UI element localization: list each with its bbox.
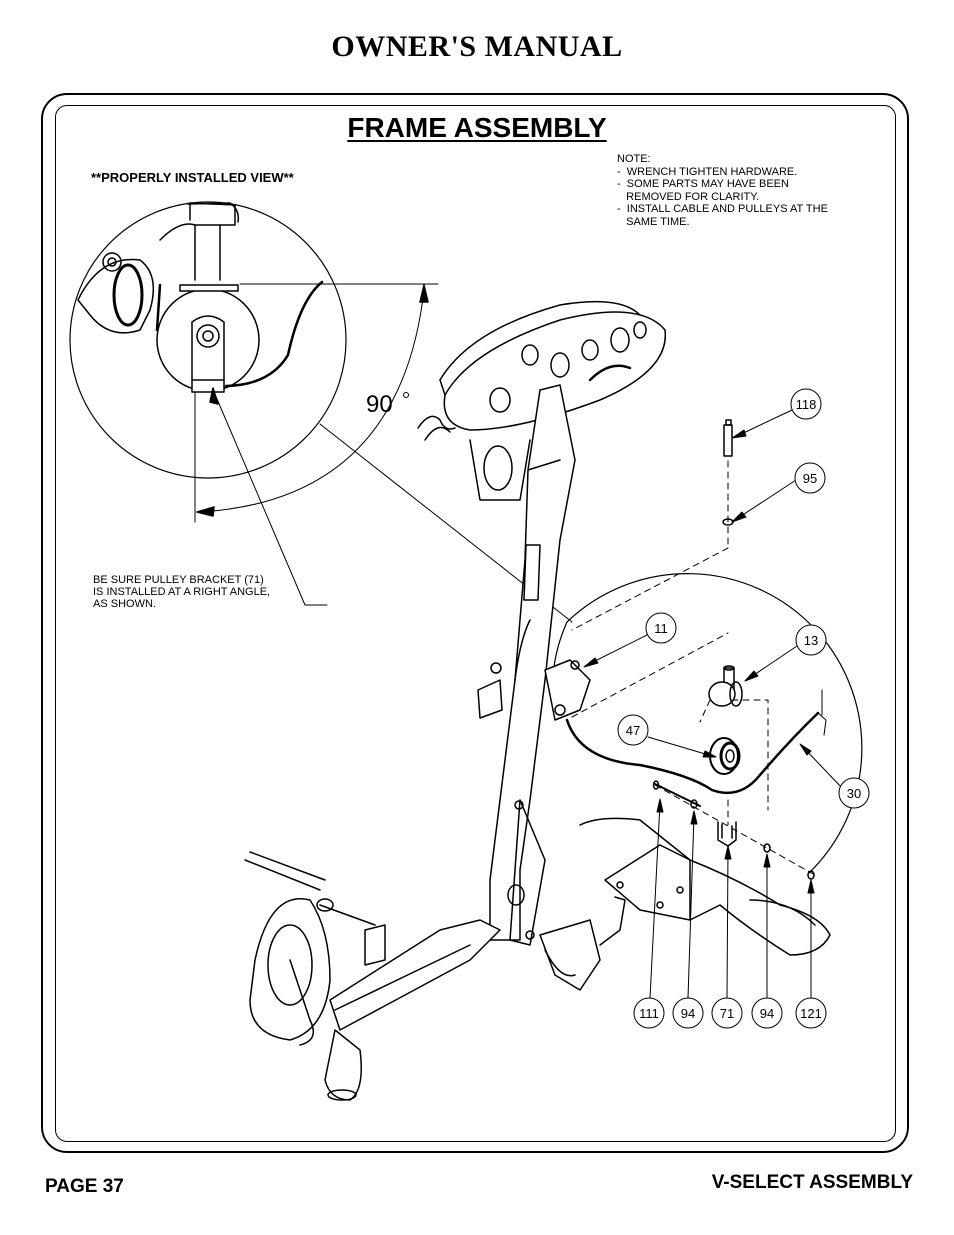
- footer-section-title: V-SELECT ASSEMBLY: [711, 1172, 913, 1193]
- note-line: - INSTALL CABLE AND PULLEYS AT THE: [617, 203, 828, 215]
- manual-title: OWNER'S MANUAL: [331, 30, 623, 63]
- page-number: PAGE 37: [45, 1176, 124, 1197]
- callout-95: 95: [794, 462, 826, 494]
- callout-47-label: 47: [626, 723, 640, 738]
- assembly-note: NOTE: - WRENCH TIGHTEN HARDWARE. - SOME …: [617, 153, 828, 228]
- callout-111-label: 111: [639, 1006, 659, 1021]
- callout-71-label: 71: [720, 1006, 734, 1021]
- callout-11-label: 11: [654, 621, 668, 636]
- callout-13-label: 13: [804, 633, 818, 648]
- callout-95-label: 95: [803, 471, 817, 486]
- page-frame-outer: [41, 93, 909, 1153]
- callout-111: 111: [633, 997, 665, 1029]
- callout-47: 47: [617, 714, 649, 746]
- callout-71: 71: [711, 997, 743, 1029]
- callout-11: 11: [645, 612, 677, 644]
- bracket-note-line: AS SHOWN.: [93, 598, 156, 610]
- callout-13: 13: [795, 624, 827, 656]
- callout-118-label: 118: [796, 397, 817, 412]
- page-frame-inner: [55, 105, 896, 1142]
- angle-label: 90: [366, 391, 393, 418]
- callout-94-left-label: 94: [681, 1006, 695, 1021]
- note-line: REMOVED FOR CLARITY.: [617, 190, 760, 203]
- callout-118: 118: [790, 388, 822, 420]
- note-line: NOTE:: [617, 153, 651, 165]
- callout-leaders: [583, 409, 843, 999]
- callout-121-label: 121: [800, 1006, 822, 1021]
- v-select-frame: [244, 300, 831, 1101]
- section-title: FRAME ASSEMBLY: [347, 112, 607, 143]
- callout-balloons: 118 95 11 13 47 30 111 94: [617, 388, 870, 1029]
- section-title-wrap: FRAME ASSEMBLY: [0, 112, 954, 144]
- note-line: SAME TIME.: [617, 215, 690, 228]
- callout-94-right-label: 94: [760, 1006, 774, 1021]
- callout-30: 30: [838, 777, 870, 809]
- callout-30-label: 30: [847, 786, 861, 801]
- pulley-bracket-note: BE SURE PULLEY BRACKET (71) IS INSTALLED…: [93, 574, 270, 610]
- bracket-note-line: IS INSTALLED AT A RIGHT ANGLE,: [93, 586, 271, 598]
- note-line: - WRENCH TIGHTEN HARDWARE.: [617, 165, 798, 178]
- bracket-note-line: BE SURE PULLEY BRACKET (71): [93, 574, 264, 586]
- properly-installed-label: **PROPERLY INSTALLED VIEW**: [91, 170, 294, 185]
- callout-94-left: 94: [672, 997, 704, 1029]
- callout-121: 121: [795, 997, 827, 1029]
- note-line: - SOME PARTS MAY HAVE BEEN: [617, 178, 789, 190]
- callout-94-right: 94: [751, 997, 783, 1029]
- degree-symbol: [403, 392, 409, 398]
